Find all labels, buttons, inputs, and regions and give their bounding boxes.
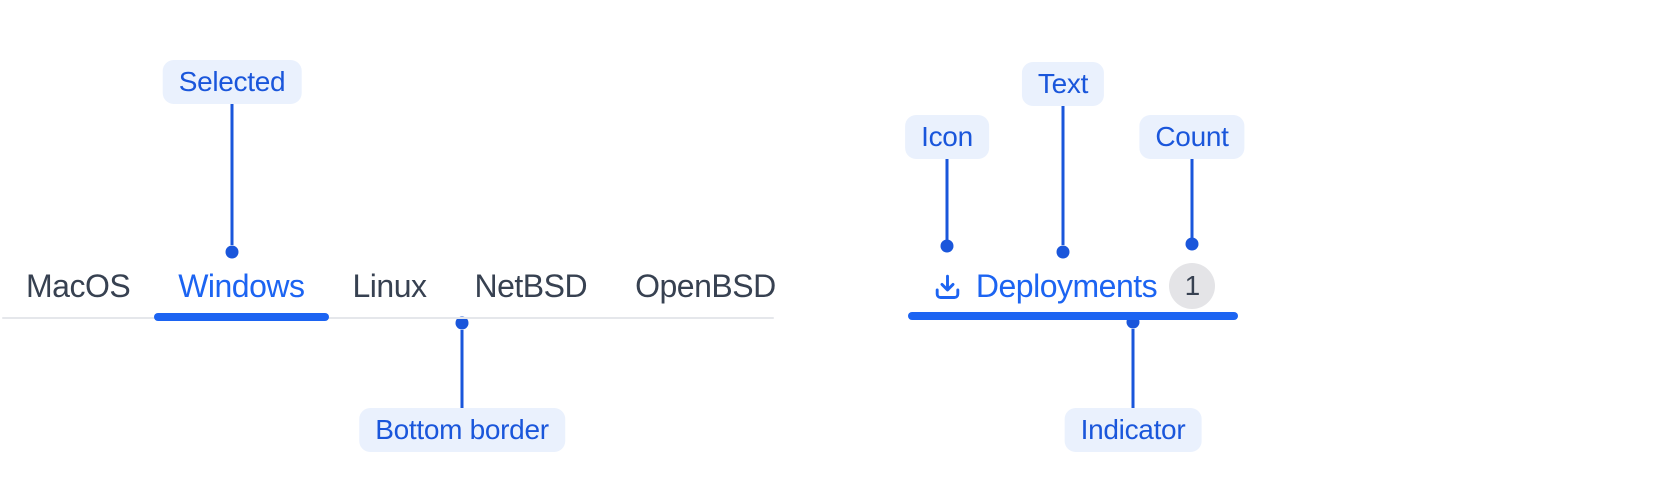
tab-deployments[interactable]: Deployments 1: [908, 253, 1238, 320]
download-icon: [931, 270, 964, 303]
annotation-line-selected: [230, 104, 234, 245]
tab-macos[interactable]: MacOS: [2, 253, 154, 319]
annotation-dot-text: [1056, 245, 1070, 259]
tablist-bottom-border: [2, 317, 774, 319]
annotation-dot-selected: [225, 245, 239, 259]
annotation-dot-icon: [940, 239, 954, 253]
count-badge: 1: [1169, 263, 1216, 309]
os-tablist: MacOS Windows Linux NetBSD OpenBSD: [2, 253, 776, 321]
annotation-line-count: [1190, 159, 1194, 238]
annotation-dot-count: [1185, 237, 1199, 251]
annotation-label-count: Count: [1139, 115, 1245, 159]
annotation-label-bottom-border: Bottom border: [359, 408, 565, 452]
annotation-line-text: [1061, 106, 1065, 245]
tab-label: Windows: [178, 267, 305, 304]
tab-label: NetBSD: [474, 267, 588, 304]
annotation-label-text: Text: [1021, 62, 1105, 106]
tab-windows[interactable]: Windows: [154, 253, 329, 321]
selected-tab-underline: [154, 313, 329, 321]
annotation-label-selected: Selected: [162, 60, 302, 104]
tab-indicator: [908, 312, 1238, 320]
annotation-dot-bottom-border: [455, 316, 469, 330]
annotation-label-indicator: Indicator: [1064, 408, 1202, 452]
annotation-line-icon: [945, 159, 949, 240]
tab-label: MacOS: [26, 267, 131, 304]
tab-label: OpenBSD: [635, 267, 776, 304]
tab-deployments-label: Deployments: [975, 267, 1158, 304]
tab-label: Linux: [352, 267, 428, 304]
annotation-label-icon: Icon: [905, 115, 989, 159]
annotation-line-indicator: [1131, 329, 1135, 408]
tab-netbsd[interactable]: NetBSD: [451, 253, 612, 319]
annotation-line-bottom-border: [460, 330, 464, 408]
tab-linux[interactable]: Linux: [329, 253, 451, 319]
tab-openbsd[interactable]: OpenBSD: [611, 253, 800, 319]
